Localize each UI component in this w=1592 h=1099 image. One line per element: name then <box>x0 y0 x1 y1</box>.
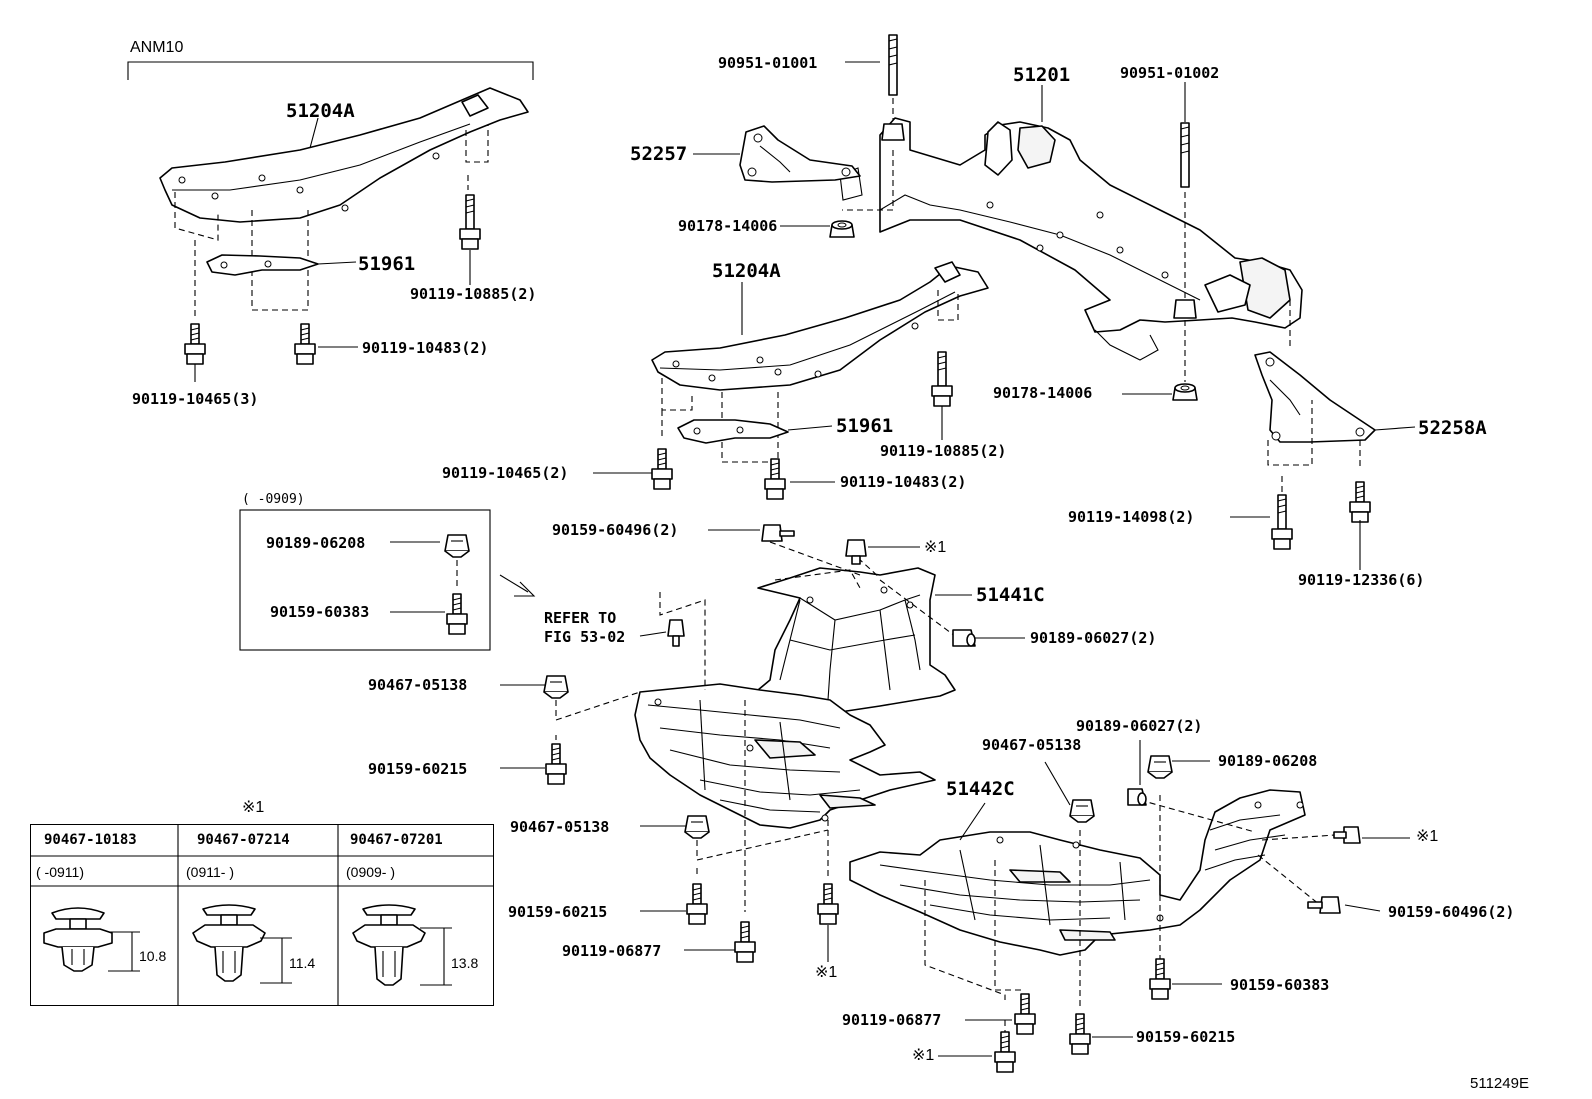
part-label-90159-60496-top[interactable]: 90159-60496(2) <box>552 521 679 539</box>
part-label-90159-60496-right[interactable]: 90159-60496(2) <box>1388 903 1515 921</box>
table-dim-2: 11.4 <box>289 955 316 971</box>
part-label-90119-06877-a[interactable]: 90119-06877 <box>562 942 662 960</box>
part-label-90189-06027-right[interactable]: 90189-06027(2) <box>1076 717 1203 735</box>
part-label-90119-12336[interactable]: 90119-12336(6) <box>1298 571 1425 589</box>
part-label-52257[interactable]: 52257 <box>630 143 688 165</box>
part-label-90119-10465-left[interactable]: 90119-10465(3) <box>132 390 259 408</box>
part-label-90159-60215-c[interactable]: 90159-60215 <box>1136 1028 1236 1046</box>
part-label-51204a-mid[interactable]: 51204A <box>712 260 781 282</box>
part-label-90159-60215-b[interactable]: 90159-60215 <box>508 903 608 921</box>
part-label-90467-05138-c[interactable]: 90467-05138 <box>982 736 1082 754</box>
group-label: ANM10 <box>130 39 184 56</box>
part-label-90119-14098[interactable]: 90119-14098(2) <box>1068 508 1195 526</box>
ref-mark-bottom-mid: ※1 <box>815 964 838 981</box>
table-dim-1: 10.8 <box>139 948 167 964</box>
clip-variant-table <box>30 824 494 1006</box>
part-label-51201[interactable]: 51201 <box>1013 64 1071 86</box>
part-label-90467-05138-a[interactable]: 90467-05138 <box>368 676 468 694</box>
part-label-90178-14006-b[interactable]: 90178-14006 <box>993 384 1093 402</box>
part-label-90189-06027-top[interactable]: 90189-06027(2) <box>1030 629 1157 647</box>
part-label-52258a[interactable]: 52258A <box>1418 417 1487 439</box>
refer-line1: REFER TO <box>544 609 617 627</box>
ref-mark-right: ※1 <box>1416 828 1439 845</box>
part-label-51441c[interactable]: 51441C <box>976 584 1045 606</box>
part-label-90119-10483-left[interactable]: 90119-10483(2) <box>362 339 489 357</box>
part-label-90159-60215-a[interactable]: 90159-60215 <box>368 760 468 778</box>
table-header-2[interactable]: 90467-07214 <box>197 832 290 848</box>
table-header-3[interactable]: 90467-07201 <box>350 832 443 848</box>
part-label-90951-01001[interactable]: 90951-01001 <box>718 54 818 72</box>
part-label-90951-01002[interactable]: 90951-01002 <box>1120 64 1220 82</box>
table-range-3: (0909- ) <box>346 864 396 880</box>
refer-line2[interactable]: FIG 53-02 <box>544 628 626 646</box>
part-label-90119-10483-mid[interactable]: 90119-10483(2) <box>840 473 967 491</box>
part-label-51961-mid[interactable]: 51961 <box>836 415 894 437</box>
inset-date-range: ( -0909) <box>242 492 305 507</box>
inset-part-top[interactable]: 90189-06208 <box>266 534 366 552</box>
table-ref-mark: ※1 <box>242 799 265 816</box>
table-range-1: ( -0911) <box>36 864 84 880</box>
part-label-90178-14006-a[interactable]: 90178-14006 <box>678 217 778 235</box>
part-label-51961-left[interactable]: 51961 <box>358 253 416 275</box>
part-label-90159-60383-right[interactable]: 90159-60383 <box>1230 976 1330 994</box>
part-label-90467-05138-b[interactable]: 90467-05138 <box>510 818 610 836</box>
ref-mark-bottom: ※1 <box>912 1047 935 1064</box>
part-label-90119-06877-b[interactable]: 90119-06877 <box>842 1011 942 1029</box>
diagram-id: 511249E <box>1470 1075 1529 1092</box>
part-label-51204a-left[interactable]: 51204A <box>286 100 355 122</box>
ref-mark-top: ※1 <box>924 539 947 556</box>
part-label-90119-10465-mid[interactable]: 90119-10465(2) <box>442 464 569 482</box>
part-label-90189-06208-right[interactable]: 90189-06208 <box>1218 752 1318 770</box>
part-label-51442c[interactable]: 51442C <box>946 778 1015 800</box>
table-header-1[interactable]: 90467-10183 <box>44 832 137 848</box>
part-label-90119-10885-mid[interactable]: 90119-10885(2) <box>880 442 1007 460</box>
part-label-90119-10885-left[interactable]: 90119-10885(2) <box>410 285 537 303</box>
table-dim-3: 13.8 <box>451 955 479 971</box>
table-range-2: (0911- ) <box>186 864 234 880</box>
inset-part-bottom[interactable]: 90159-60383 <box>270 603 370 621</box>
